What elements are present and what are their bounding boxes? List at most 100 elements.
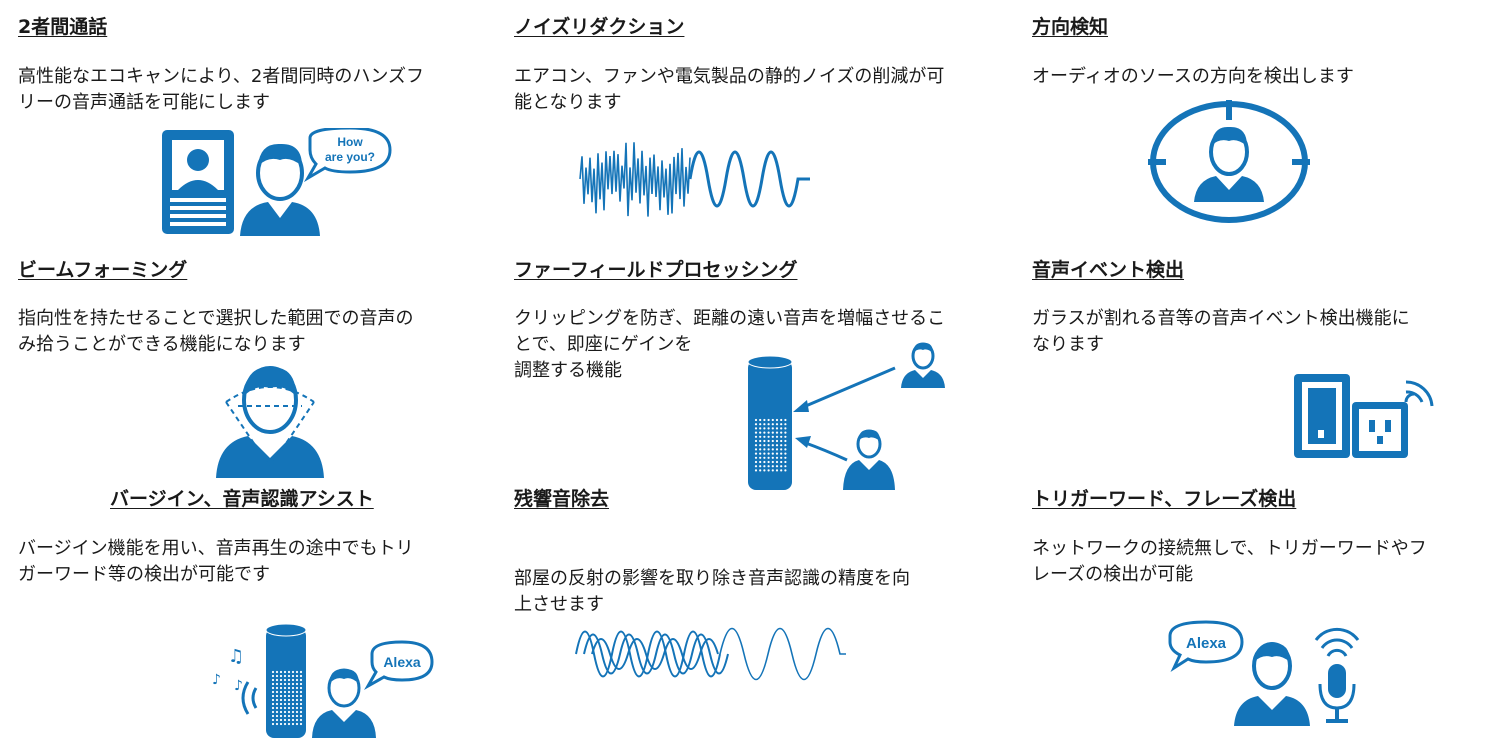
speaker-grill-dot [283,670,287,674]
feature-description: ガラスが割れる音等の音声イベント検出機能に なります [1032,308,1410,355]
speaker-grill-dot [759,439,762,443]
speaker-grill-dot [771,456,774,459]
speaker-grill-dot [763,444,766,447]
speaker-grill-dot [279,722,283,726]
speaker-grill-dot [780,452,783,455]
speaker-grill-dot [754,418,758,422]
music-note-icon: ♪ [212,672,221,688]
feature-description: バージイン機能を用い、音声再生の途中でもトリ ガーワード等の検出が可能です [18,538,414,585]
speaker-grill-dot [771,448,774,451]
speaker-grill-dot [754,452,758,455]
speaker-grill-dot [299,702,303,706]
speaker-grill-dot [759,460,762,464]
speaker-grill-dot [275,698,279,702]
speaker-grill-dot [784,448,787,451]
speaker-grill-dot [271,674,275,678]
speaker-grill-dot [771,418,774,422]
speaker-grill-dot [767,469,770,472]
speaker-grill-dot [780,465,783,468]
speaker-grill-dot [275,706,279,710]
speaker-grill-dot [287,686,291,690]
speaker-grill-dot [279,706,283,710]
speaker-grill-dot [275,714,279,718]
speaker-grill-dot [784,423,787,426]
speaker-grill-dot [287,706,291,710]
speaker-grill-dot [780,427,783,430]
speaker-grill-dot [780,448,783,451]
speaker-grill-dot [763,456,766,459]
speaker-grill-dot [299,706,303,710]
speaker-grill-dot [291,686,295,690]
speaker-grill-dot [771,444,774,447]
speaker-grill-dot [287,674,291,678]
speaker-grill-dot [291,714,295,718]
speaker-grill-dot [759,427,762,430]
smart-outlet-wireless-icon [1292,372,1437,462]
speaker-grill-dot [291,678,295,682]
speaker-grill-dot [754,444,758,447]
speaker-grill-dot [754,423,758,426]
speaker-grill-dot [299,678,303,682]
speaker-grill-dot [295,714,299,718]
speaker-grill-dot [771,439,774,443]
feature-description: 部屋の反射の影響を取り除き音声認識の精度を向 上させます [514,568,910,615]
reverb-waves-icon [570,618,850,690]
speaker-grill-dot [771,465,774,468]
speaker-grill-dot [780,435,783,438]
speaker-grill-dot [279,698,283,702]
speaker-grill-dot [287,702,291,706]
speaker-grill-dot [275,670,279,674]
speaker-grill-dot [295,706,299,710]
speaker-grill-dot [299,690,303,694]
speaker-grill-dot [299,722,303,726]
speaker-grill-dot [287,694,291,698]
speaker-grill-dot [784,427,787,430]
feature-title: ビームフォーミング [18,259,188,281]
speaker-grill-dot [767,465,770,468]
speaker-grill-dot [271,678,275,682]
speaker-grill-dot [771,469,774,472]
speaker-grill-dot [775,418,779,422]
speaker-grill-dot [295,690,299,694]
speaker-grill-dot [780,431,783,434]
feature-title: 音声イベント検出 [1032,259,1185,281]
speaker-grill-dot [784,444,787,447]
speaker-grill-dot [771,435,774,438]
speaker-grill-dot [279,714,283,718]
speaker-grill-dot [299,686,303,690]
speaker-grill-dot [771,452,774,455]
feature-description: エアコン、ファンや電気製品の静的ノイズの削減が可 能となります [514,66,945,113]
speaker-grill-dot [291,722,295,726]
speaker-grill-dot [763,431,766,434]
speaker-grill-dot [271,714,275,718]
speaker-grill-dot [283,686,287,690]
speaker-grill-dot [763,452,766,455]
speaker-grill-dot [767,452,770,455]
speaker-grill-dot [287,678,291,682]
speaker-grill-dot [754,431,758,434]
speaker-grill-dot [291,694,295,698]
speaker-grill-dot [291,674,295,678]
speaker-grill-dot [271,706,275,710]
speaker-grill-dot [767,427,770,430]
speaker-grill-dot [763,435,766,438]
feature-title: ファーフィールドプロセッシング [514,259,798,281]
speaker-grill-dot [775,469,779,472]
speaker-grill-dot [279,702,283,706]
speaker-grill-dot [295,698,299,702]
speaker-grill-dot [283,674,287,678]
speaker-grill-dot [295,678,299,682]
speaker-grill-dot [291,690,295,694]
speaker-grill-dot [299,718,303,722]
speaker-grill-dot [287,670,291,674]
speaker-grill-dot [271,710,275,714]
speaker-grill-dot [279,718,283,722]
speaker-grill-dot [291,698,295,702]
speech-bubble-line1: How [337,135,363,149]
speaker-grill-dot [287,722,291,726]
speaker-grill-dot [291,718,295,722]
speaker-grill-dot [299,714,303,718]
speaker-grill-dot [754,435,758,438]
speaker-grill-dot [763,427,766,430]
speaker-grill-dot [775,456,779,459]
